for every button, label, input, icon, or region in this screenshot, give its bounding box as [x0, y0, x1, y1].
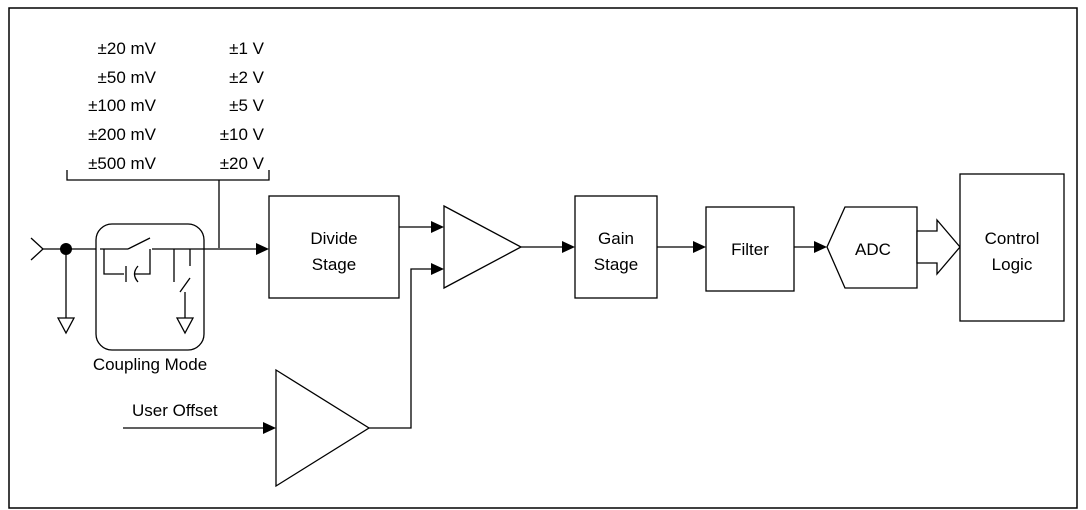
input-ground-icon: [56, 317, 76, 335]
coupling-switch-icon: [100, 237, 204, 335]
range-bracket: [66, 170, 270, 248]
wire-offset-to-amp: [369, 268, 432, 429]
range-label-mv-1: ±50 mV: [98, 68, 157, 87]
gain-stage-block: [574, 195, 658, 299]
offset-amplifier-icon: [275, 368, 371, 488]
arrow-to-amp-top: [431, 221, 444, 233]
range-label-v-0: ±1 V: [229, 39, 265, 58]
arrow-to-gain: [562, 241, 575, 253]
arrow-to-filter: [693, 241, 706, 253]
user-offset-label: User Offset: [132, 401, 218, 420]
arrow-to-offset-amp: [263, 422, 276, 434]
data-bus-arrow-icon: [916, 218, 961, 276]
range-label-v-1: ±2 V: [229, 68, 265, 87]
range-label-v-3: ±10 V: [220, 125, 265, 144]
range-label-mv-2: ±100 mV: [88, 96, 157, 115]
range-label-mv-4: ±500 mV: [88, 154, 157, 173]
range-label-mv-3: ±200 mV: [88, 125, 157, 144]
control-logic-block: [959, 173, 1065, 322]
control-logic-label-line2: Logic: [992, 255, 1033, 274]
volt-range-list: ±1 V ±2 V ±5 V ±10 V ±20 V: [220, 39, 265, 173]
adc-block: [826, 206, 918, 289]
divide-stage-block: [268, 195, 400, 299]
coupling-mode-label: Coupling Mode: [93, 355, 207, 374]
control-logic-label-line1: Control: [985, 229, 1040, 248]
gain-stage-label-line2: Stage: [594, 255, 638, 274]
coupling-mode-block: [95, 223, 205, 351]
summing-amplifier-icon: [443, 204, 523, 290]
filter-label: Filter: [731, 240, 769, 259]
arrow-to-adc: [814, 241, 827, 253]
range-label-v-2: ±5 V: [229, 96, 265, 115]
millivolt-range-list: ±20 mV ±50 mV ±100 mV ±200 mV ±500 mV: [88, 39, 157, 173]
arrow-to-amp-bottom: [431, 263, 444, 275]
divide-stage-label-line1: Divide: [310, 229, 357, 248]
filter-block: [705, 206, 795, 292]
adc-label: ADC: [855, 240, 891, 259]
divide-stage-label-line2: Stage: [312, 255, 356, 274]
arrow-to-divide: [256, 243, 269, 255]
gain-stage-label-line1: Gain: [598, 229, 634, 248]
range-label-mv-0: ±20 mV: [98, 39, 157, 58]
range-label-v-4: ±20 V: [220, 154, 265, 173]
